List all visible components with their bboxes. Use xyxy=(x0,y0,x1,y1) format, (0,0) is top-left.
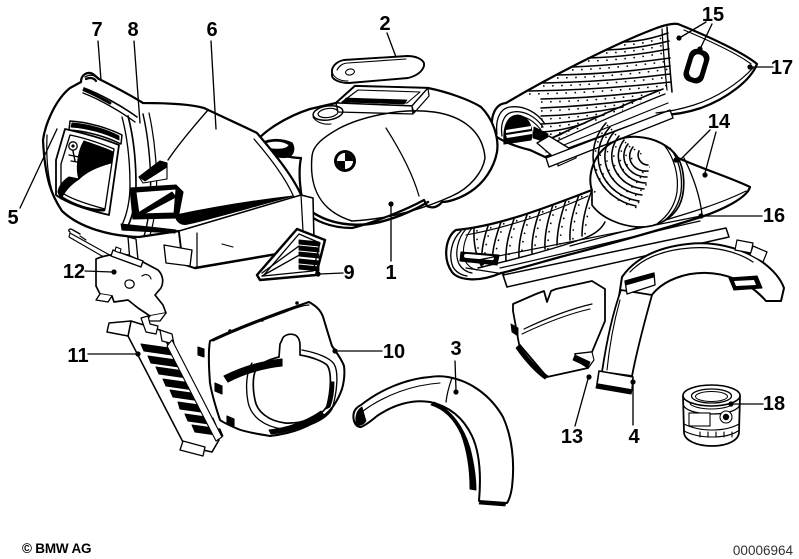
svg-text:4: 4 xyxy=(628,426,640,448)
svg-text:8: 8 xyxy=(127,19,138,41)
svg-text:16: 16 xyxy=(763,205,785,227)
svg-text:9: 9 xyxy=(343,262,354,284)
svg-text:00006964: 00006964 xyxy=(733,543,794,558)
svg-text:7: 7 xyxy=(91,19,102,41)
svg-text:12: 12 xyxy=(63,261,85,283)
svg-text:14: 14 xyxy=(708,111,731,133)
svg-text:18: 18 xyxy=(763,393,785,415)
svg-text:5: 5 xyxy=(7,207,18,229)
svg-text:1: 1 xyxy=(385,262,396,284)
svg-text:6: 6 xyxy=(206,19,217,41)
svg-text:13: 13 xyxy=(561,426,583,448)
svg-text:3: 3 xyxy=(450,338,461,360)
svg-text:2: 2 xyxy=(379,13,390,35)
svg-text:11: 11 xyxy=(67,345,88,367)
svg-text:© BMW AG: © BMW AG xyxy=(22,541,91,556)
svg-text:17: 17 xyxy=(771,57,793,79)
svg-text:10: 10 xyxy=(383,341,405,363)
svg-text:15: 15 xyxy=(702,4,724,26)
